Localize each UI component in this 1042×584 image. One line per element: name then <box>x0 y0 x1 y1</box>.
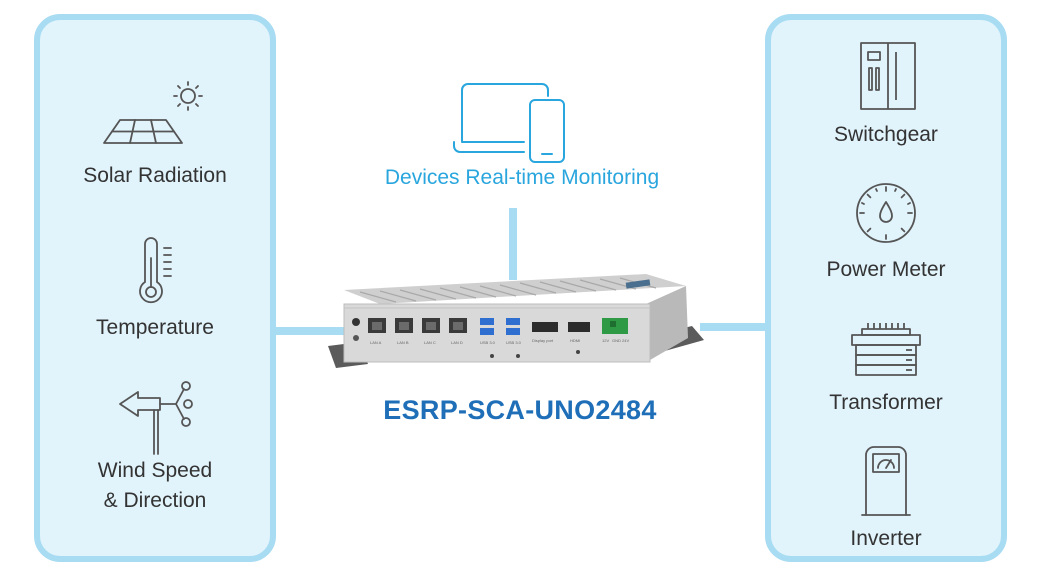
inverter-icon <box>860 445 912 517</box>
solar-panel-sun-icon <box>98 80 218 150</box>
solar-radiation-label: Solar Radiation <box>83 164 227 187</box>
top-connector-line <box>509 208 517 280</box>
port-label-hdmi: HDMI <box>570 338 580 343</box>
port-label-display-port: Display port <box>532 338 554 343</box>
temperature-label: Temperature <box>96 316 214 339</box>
transformer-label: Transformer <box>829 391 943 414</box>
port-label-lan-a: LAN A <box>370 340 382 345</box>
power-meter-label: Power Meter <box>826 258 946 281</box>
equipment-panel <box>765 14 1007 562</box>
inverter-label: Inverter <box>850 527 922 550</box>
left-connector-line <box>276 327 346 335</box>
port-label-usb-left: USB 3.0 <box>480 340 496 345</box>
port-label-usb-right: USB 3.0 <box>506 340 522 345</box>
esrp-device-image: LAN A LAN B LAN C LAN D USB 3.0 USB 3.0 … <box>320 268 710 385</box>
wind-speed-label: Wind Speed <box>97 459 213 482</box>
wind-direction-label: & Direction <box>103 489 207 512</box>
port-label-lan-c: LAN C <box>424 340 436 345</box>
devices-monitoring-label: Devices Real-time Monitoring <box>384 166 660 189</box>
wind-vane-icon <box>118 381 198 455</box>
thermometer-icon <box>134 236 174 312</box>
port-label-12v: 12V <box>602 338 609 343</box>
port-label-24v: 24V <box>622 338 629 343</box>
power-meter-dial-icon <box>853 180 919 246</box>
device-model-title: ESRP-SCA-UNO2484 <box>383 395 657 425</box>
port-label-lan-b: LAN B <box>397 340 409 345</box>
right-connector-line <box>700 323 766 331</box>
switchgear-label: Switchgear <box>834 123 938 146</box>
port-label-lan-d: LAN D <box>451 340 463 345</box>
port-label-gnd: GND <box>612 338 621 343</box>
laptop-tablet-icon <box>452 82 576 164</box>
switchgear-cabinet-icon <box>858 40 918 112</box>
transformer-icon <box>850 321 922 381</box>
